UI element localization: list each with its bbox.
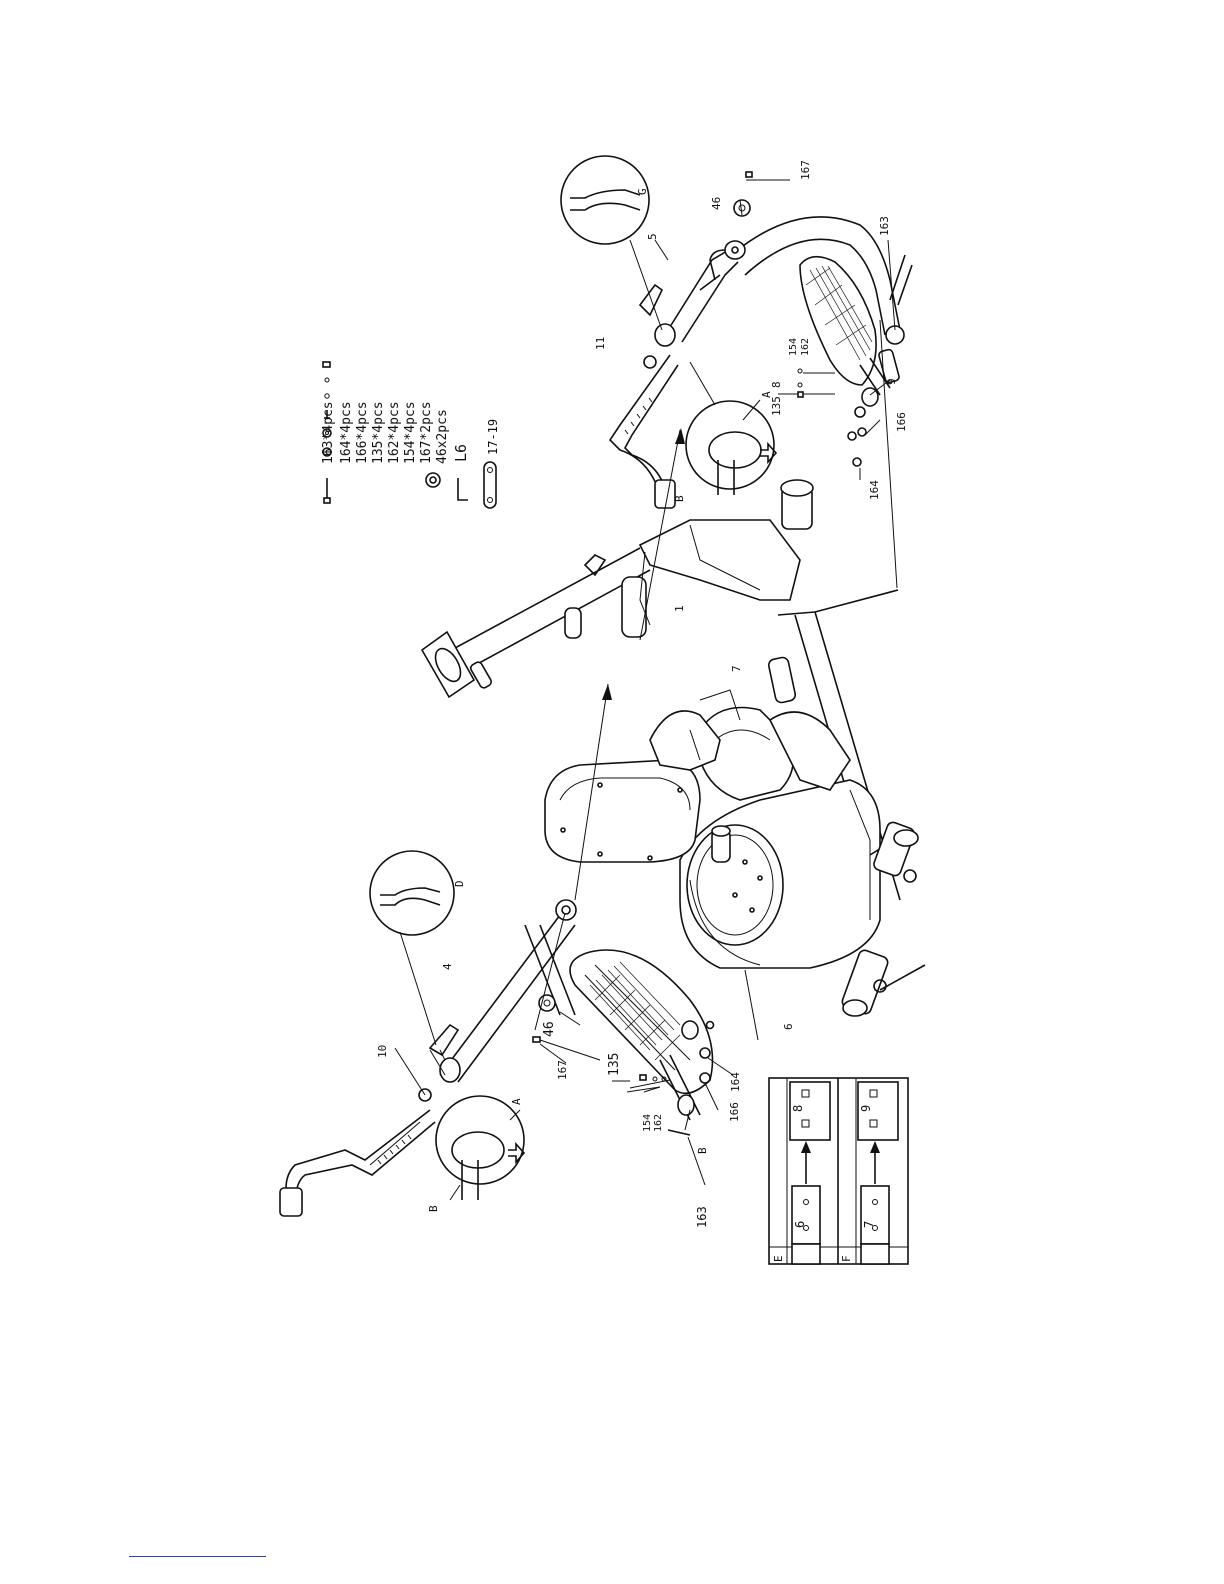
- callout-part-11: 11: [594, 337, 607, 350]
- parts-list-item-label: 135*4pcs: [371, 401, 386, 464]
- tool-label: L6: [452, 444, 470, 462]
- parts-list-item-label: 167*2pcs: [419, 401, 434, 464]
- parts-list-item-label: 162*4pcs: [387, 401, 402, 464]
- callout-part-7: 7: [730, 665, 743, 672]
- callout-part-4: 4: [441, 963, 454, 970]
- detail-part-from: 7: [862, 1221, 876, 1228]
- callout-letter-g: G: [636, 188, 649, 195]
- callout-part-5: 5: [646, 233, 659, 240]
- parts-list-item-label: 166*4pcs: [355, 401, 370, 464]
- detail-part-to: 8: [791, 1105, 805, 1112]
- callout-part-164: 164: [868, 480, 881, 500]
- cap-icon: [426, 473, 440, 487]
- callout-part-6: 6: [782, 1023, 795, 1030]
- callout-part-46: 46: [710, 197, 723, 210]
- callout-part-166: 166: [728, 1102, 741, 1122]
- allen-key-icon: [458, 478, 468, 500]
- screw-icon: [323, 362, 330, 367]
- callout-part-164: 164: [729, 1072, 742, 1092]
- parts-list: 163*4pcs 164*4pcs 166*4pcs 135*4pcs 162*…: [321, 362, 500, 508]
- parts-list-item-label: 154*4pcs: [403, 401, 418, 464]
- bolt-long-icon: [324, 478, 330, 503]
- callout-part-135: 135: [770, 396, 783, 416]
- detail-part-to: 9: [859, 1105, 873, 1112]
- footer-link-underline[interactable]: [129, 1556, 266, 1557]
- callout-part-162: 162: [800, 338, 811, 356]
- callout-letter-b: B: [696, 1147, 709, 1154]
- callout-part-8: 8: [770, 381, 783, 388]
- main-frame: [422, 480, 925, 1016]
- ring-icon: [325, 394, 329, 398]
- callout-letter-b: B: [673, 495, 686, 502]
- right-arm-assembly: [561, 156, 912, 508]
- callout-part-9: 9: [885, 378, 898, 385]
- detail-letter-e: E: [772, 1255, 785, 1262]
- detail-letter-f: F: [840, 1255, 853, 1262]
- ring-small-icon: [325, 378, 329, 382]
- tool-label: 17-19: [486, 419, 500, 455]
- callout-part-154: 154: [642, 1114, 653, 1132]
- wrench-icon: [484, 462, 496, 508]
- callout-part-154: 154: [788, 338, 799, 356]
- callout-part-135: 135: [607, 1053, 622, 1076]
- callout-part-1: 1: [673, 605, 686, 612]
- parts-list-item-label: 163*4pcs: [321, 401, 336, 464]
- callout-letter-a: A: [510, 1098, 523, 1105]
- callout-part-162: 162: [653, 1114, 664, 1132]
- callout-part-166: 166: [895, 412, 908, 432]
- callout-part-46: 46: [542, 1021, 557, 1037]
- callout-part-167: 167: [556, 1060, 569, 1080]
- callout-letter-a: A: [760, 391, 773, 398]
- callout-letter-b: B: [427, 1205, 440, 1212]
- parts-list-item-label: 164*4pcs: [339, 401, 354, 464]
- detail-box: E F 6 8 7 9: [769, 1078, 908, 1264]
- callout-part-163: 163: [695, 1206, 709, 1228]
- callout-letter-d: D: [453, 880, 466, 887]
- callout-part-163: 163: [878, 216, 891, 236]
- callout-part-10: 10: [376, 1045, 389, 1058]
- detail-part-from: 6: [793, 1221, 807, 1228]
- callout-part-167: 167: [799, 160, 812, 180]
- parts-list-item-label: 46x2pcs: [435, 409, 450, 464]
